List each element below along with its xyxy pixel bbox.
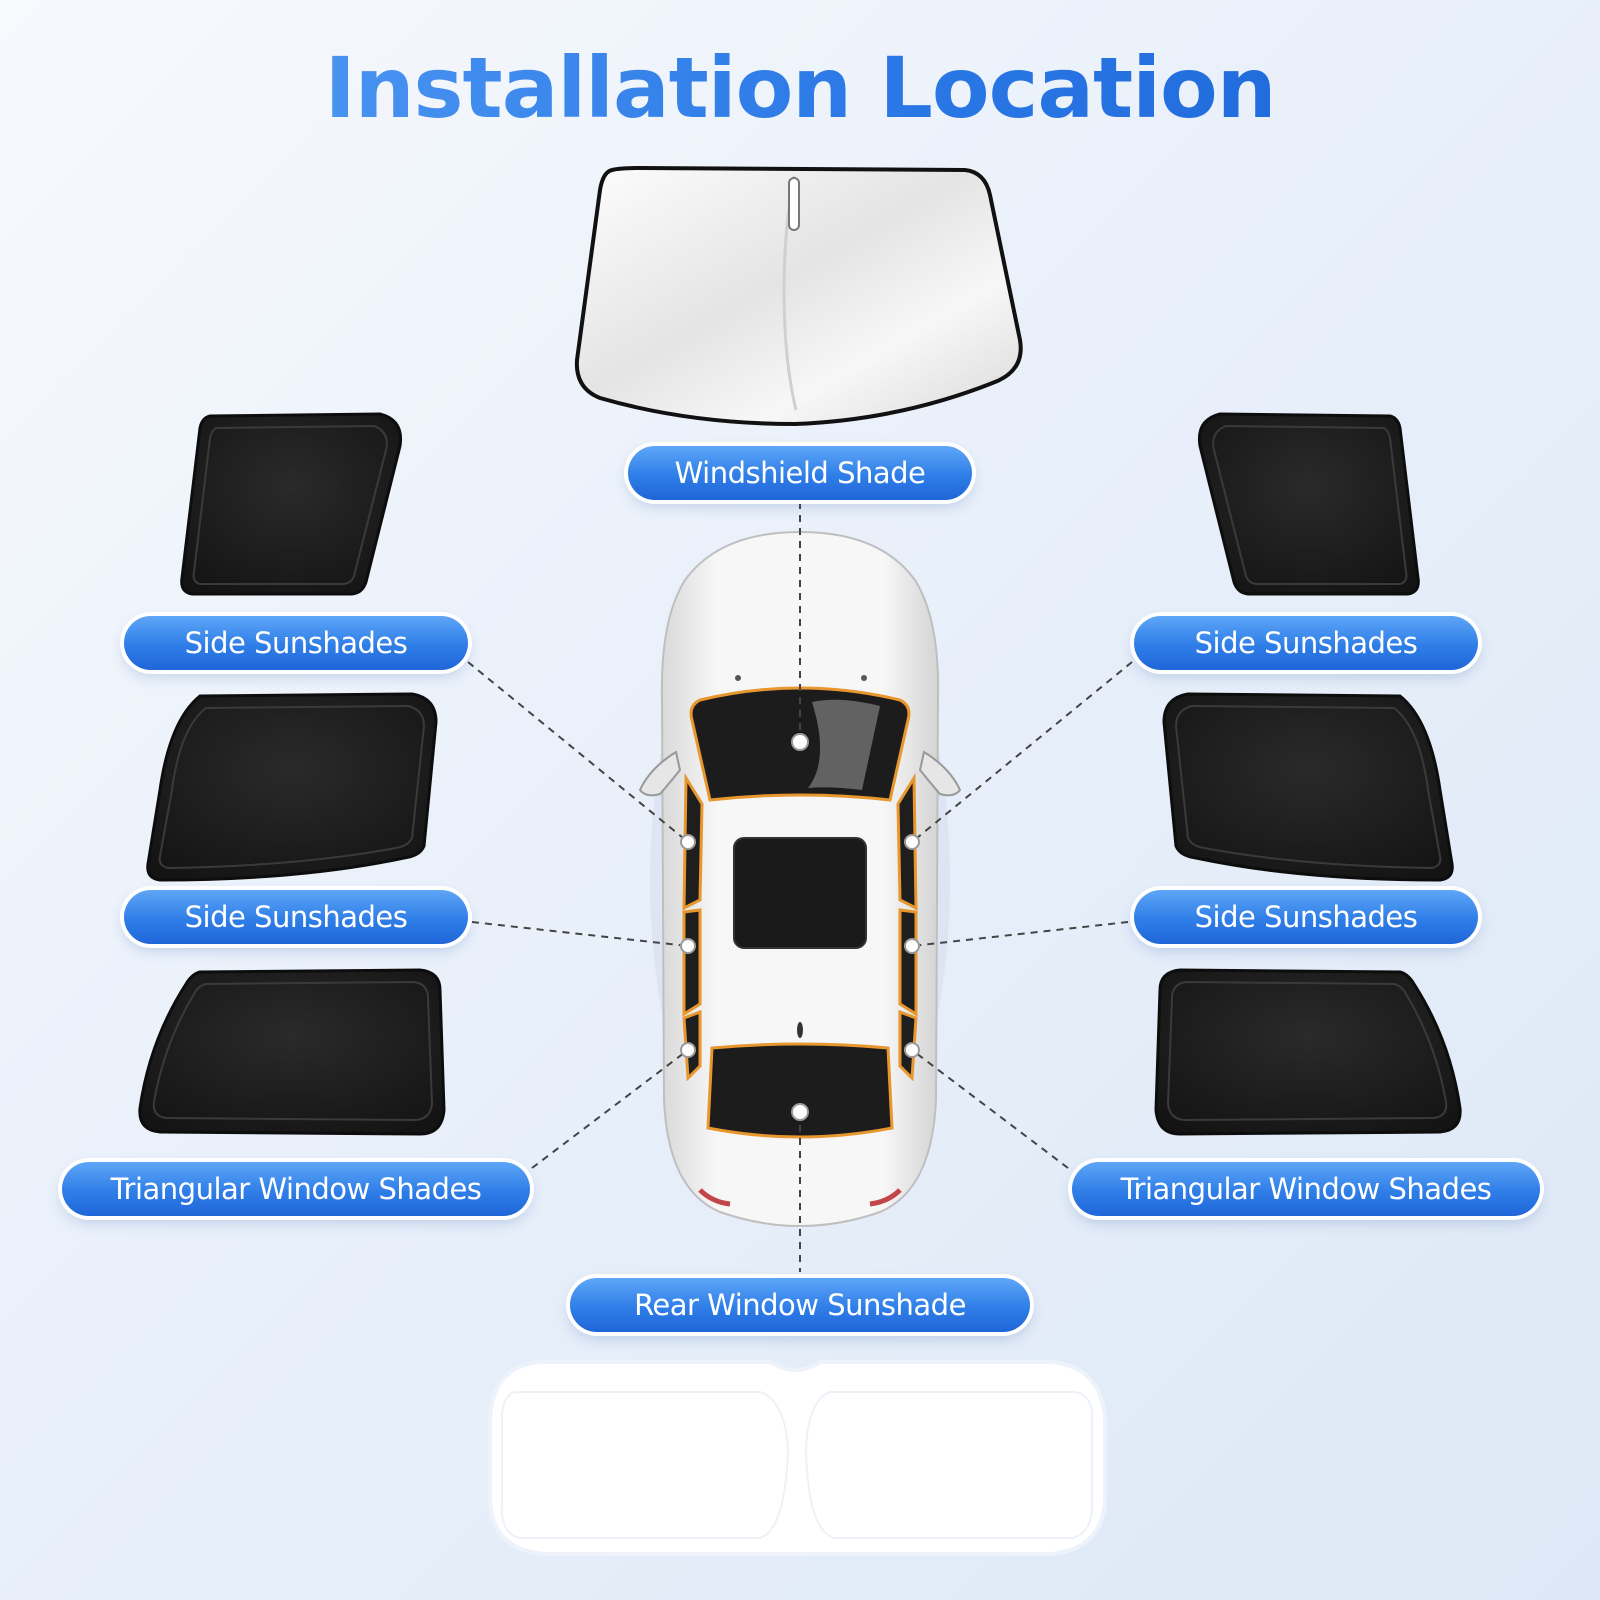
windshield-shade xyxy=(574,165,1023,427)
triangular-window-shades-label-left: Triangular Window Shades xyxy=(62,1162,530,1216)
page-title: Installation Location xyxy=(0,38,1600,138)
triangular-window-shade-right xyxy=(1154,968,1462,1136)
marker-dots xyxy=(680,733,920,1121)
side-sunshade-rear-right xyxy=(1162,692,1454,882)
rear-window-sunshade xyxy=(488,1360,1107,1556)
side-sunshades-label-rear-left: Side Sunshades xyxy=(124,890,468,944)
rear-window-sunshade-label: Rear Window Sunshade xyxy=(570,1278,1030,1332)
side-sunshade-rear-left xyxy=(146,692,438,882)
leader-lines xyxy=(467,502,1133,1272)
car-top-view xyxy=(638,530,962,1228)
triangular-window-shade-left xyxy=(138,968,446,1136)
side-sunshade-front-right xyxy=(1197,412,1420,596)
triangular-window-shades-label-right: Triangular Window Shades xyxy=(1072,1162,1540,1216)
side-sunshades-label-front-left: Side Sunshades xyxy=(124,616,468,670)
windshield-shade-label: Windshield Shade xyxy=(628,446,972,500)
side-sunshades-label-rear-right: Side Sunshades xyxy=(1134,890,1478,944)
side-sunshade-front-left xyxy=(180,412,403,596)
side-sunshades-label-front-right: Side Sunshades xyxy=(1134,616,1478,670)
